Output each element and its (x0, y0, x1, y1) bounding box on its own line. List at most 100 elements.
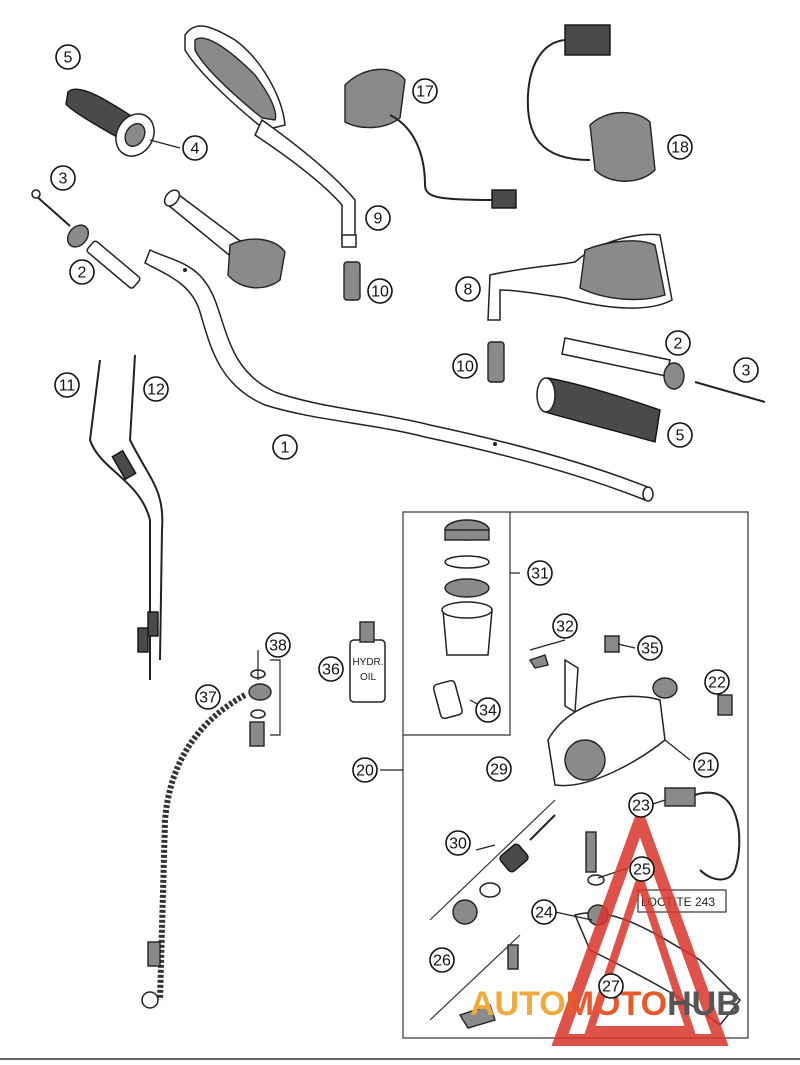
callout-23: 23 (628, 792, 654, 818)
callout-circle (486, 756, 512, 782)
callout-label: 27 (602, 979, 620, 996)
callout-label: 25 (633, 862, 651, 879)
callout-label: 29 (490, 762, 508, 779)
callout-5: 5 (667, 422, 693, 448)
callout-circle (637, 635, 663, 661)
callout-5: 5 (55, 44, 81, 70)
left-switch (344, 68, 517, 209)
callout-9: 9 (365, 205, 391, 231)
callout-label: 8 (464, 282, 473, 299)
watermark-hub: HUB (667, 985, 741, 1023)
callout-8: 8 (455, 276, 481, 302)
callout-label: 2 (674, 336, 683, 353)
oil-bottle-line1: HYDR. (352, 657, 383, 668)
callout-circle (54, 372, 80, 398)
callout-2: 2 (69, 259, 95, 285)
banjo-bolt (248, 669, 272, 747)
callout-label: 35 (641, 641, 659, 658)
callout-label: 4 (191, 141, 200, 158)
callout-circle (365, 205, 391, 231)
mirror-adapter-left (343, 261, 361, 301)
callout-36: 36 (318, 656, 344, 682)
callout-label: 37 (199, 690, 217, 707)
callout-circle (55, 44, 81, 70)
reservoir (432, 519, 493, 720)
callout-label: 10 (371, 284, 389, 301)
callout-22: 22 (704, 669, 730, 695)
callout-circle (412, 78, 438, 104)
callout-label: 12 (147, 382, 165, 399)
callout-circle (628, 792, 654, 818)
right-bar-end (561, 337, 766, 403)
callout-circle (527, 560, 553, 586)
callout-label: 2 (78, 265, 87, 282)
left-mirror (184, 25, 357, 248)
hydraulic-oil-bottle: HYDR. OIL (349, 621, 386, 703)
callout-label: 18 (671, 140, 689, 157)
callout-label: 31 (531, 566, 549, 583)
callout-3: 3 (733, 357, 759, 383)
callout-circle (182, 135, 208, 161)
callout-17: 17 (412, 78, 438, 104)
callout-circle (475, 697, 501, 723)
callout-label: 9 (374, 211, 383, 228)
callout-circle (50, 165, 76, 191)
callout-circle (667, 422, 693, 448)
callout-circle (667, 134, 693, 160)
callout-31: 31 (527, 560, 553, 586)
callout-21: 21 (693, 752, 719, 778)
page-bottom-border (0, 1058, 800, 1060)
callout-circle (733, 357, 759, 383)
callout-label: 21 (697, 758, 715, 775)
left-grip (65, 88, 155, 157)
callout-circle (69, 259, 95, 285)
callout-circle (455, 276, 481, 302)
callout-label: 5 (64, 50, 73, 67)
callout-label: 32 (556, 619, 574, 636)
callout-34: 34 (475, 697, 501, 723)
clutch-fitting (528, 635, 733, 787)
throttle-cables (88, 354, 164, 680)
oil-bottle-line2: OIL (360, 672, 377, 683)
callout-25: 25 (629, 856, 655, 882)
callout-circle (143, 376, 169, 402)
left-bar-end (31, 189, 141, 289)
callout-35: 35 (637, 635, 663, 661)
callout-4: 4 (182, 135, 208, 161)
callout-10: 10 (452, 353, 478, 379)
callout-label: 24 (535, 905, 553, 922)
callout-26: 26 (429, 947, 455, 973)
callout-circle (531, 899, 557, 925)
piston-kit (452, 814, 556, 925)
callout-24: 24 (531, 899, 557, 925)
callout-3: 3 (50, 165, 76, 191)
callout-12: 12 (143, 376, 169, 402)
loctite-note: LOCTITE 243 (637, 889, 727, 913)
callout-37: 37 (195, 684, 221, 710)
watermark-auto: AUTO (470, 985, 566, 1023)
right-mirror (487, 233, 673, 321)
brake-line (141, 692, 247, 1009)
callout-circle (318, 656, 344, 682)
callout-32: 32 (552, 613, 578, 639)
callout-10: 10 (367, 278, 393, 304)
callout-label: 30 (449, 836, 467, 853)
callout-1: 1 (272, 434, 298, 460)
callout-30: 30 (445, 830, 471, 856)
triangle-logo-icon (551, 802, 729, 1046)
callout-label: 38 (269, 638, 287, 655)
callout-circle (598, 973, 624, 999)
loctite-label: LOCTITE 243 (641, 895, 715, 909)
callout-label: 36 (322, 662, 340, 679)
right-switch (526, 24, 656, 182)
callout-29: 29 (486, 756, 512, 782)
callout-27: 27 (598, 973, 624, 999)
callout-circle (195, 684, 221, 710)
callout-circle (429, 947, 455, 973)
callout-label: 1 (281, 440, 290, 457)
callout-label: 20 (356, 763, 374, 780)
callout-circle (352, 757, 378, 783)
callout-circle (367, 278, 393, 304)
callout-11: 11 (54, 372, 80, 398)
